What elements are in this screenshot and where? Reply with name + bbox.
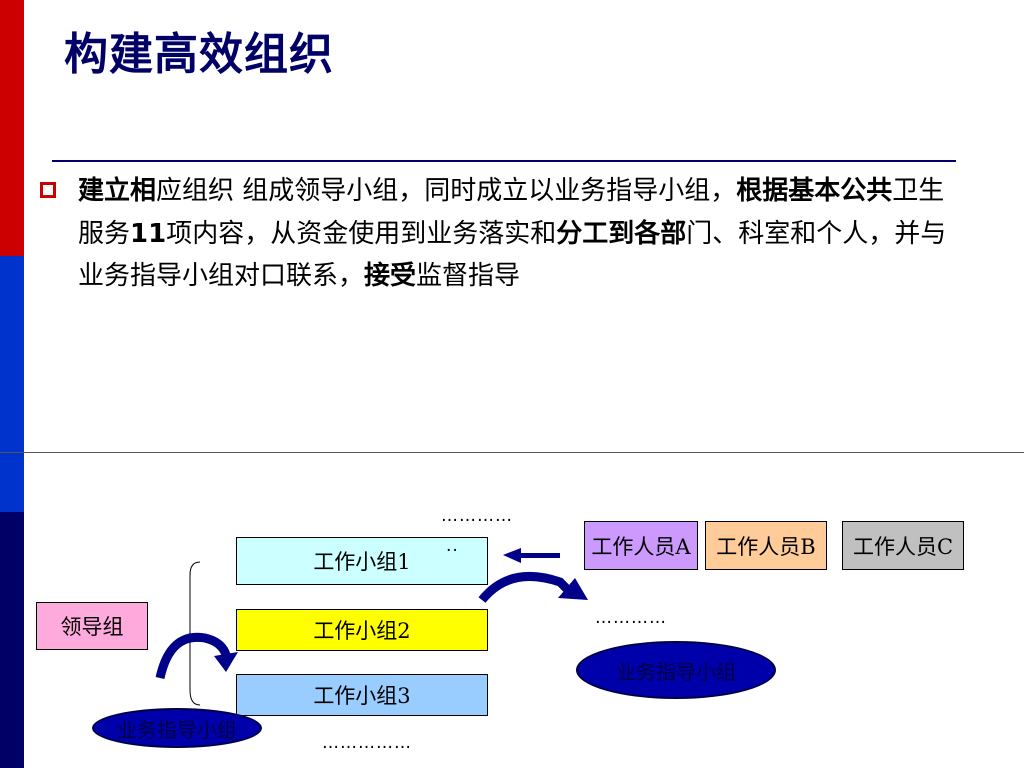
bullet-text-segment: 应组织 组成领导小组，同时成立以业务指导小组， (156, 176, 737, 206)
bullet-text-segment: 建立相 (78, 176, 157, 206)
curved-arrow-right-icon (478, 571, 588, 603)
work-group-1-box: 工作小组1 (236, 537, 488, 585)
bullet-text-segment: 门、科室和个人，并与业务指导小组对口联系， (78, 218, 947, 292)
staff-c-box: 工作人员C (842, 521, 964, 570)
title-underline (52, 160, 956, 162)
bullet-text-segment: 卫生服务 (78, 176, 945, 249)
sidebar-divider (24, 0, 26, 768)
curved-arrow-left-icon (155, 632, 238, 680)
bullet-text-segment: 项内容，从资金使用到业务落实和 (166, 218, 557, 249)
guidance-group-label: 业务指导小组 (616, 659, 736, 684)
bullet-text-segment: 监督指导 (416, 261, 521, 291)
leader-group-box: 领导组 (36, 602, 148, 650)
slide-title: 构建高效组织 (64, 29, 334, 80)
sidebar-navy-band (0, 512, 24, 768)
ellipsis-bottom: …………… (322, 733, 412, 753)
bullet-text-segment: 根据基本公共 (736, 176, 893, 206)
work-group-bracket (189, 561, 201, 706)
staff-a-box: 工作人员A (584, 521, 698, 570)
ellipsis-right: ………… (595, 608, 667, 628)
ellipsis-top-wrap: .. (446, 536, 459, 556)
bullet-text: 建立相应组织 组成领导小组，同时成立以业务指导小组，根据基本公共卫生服务11项内… (78, 170, 968, 298)
sidebar-blue-band (0, 256, 24, 512)
left-arrow-icon (503, 548, 560, 563)
guidance-group-oval-right: 业务指导小组 (576, 641, 776, 699)
guidance-group-oval-left: 业务指导小组 (92, 708, 262, 748)
staff-b-box: 工作人员B (705, 521, 827, 570)
work-group-2-box: 工作小组2 (236, 609, 488, 651)
ellipsis-top: ………… (441, 506, 513, 526)
sidebar-red-band (0, 0, 24, 256)
bullet-text-segment: 11 (130, 218, 167, 249)
bullet-text-segment: 分工到各部 (556, 218, 687, 249)
guidance-group-label: 业务指导小组 (117, 717, 237, 742)
work-group-3-box: 工作小组3 (236, 674, 488, 716)
bullet-text-segment: 接受 (364, 261, 417, 291)
bullet-square-icon (40, 182, 56, 198)
section-divider (0, 452, 1024, 453)
